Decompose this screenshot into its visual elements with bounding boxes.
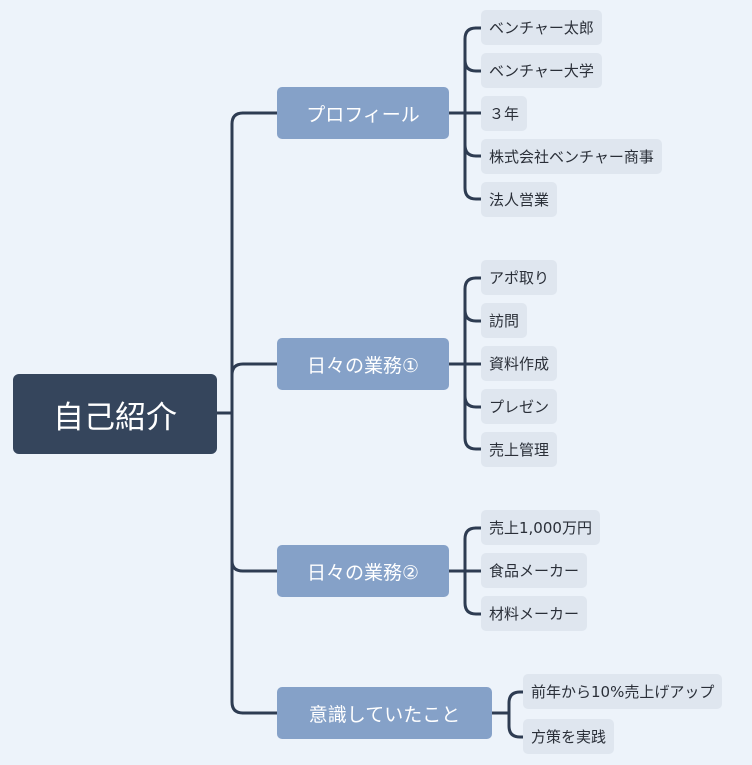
leaf-profile-role[interactable]: 法人営業 — [481, 182, 558, 217]
leaf-duties1-visits[interactable]: 訪問 — [481, 303, 528, 338]
mindset-connector-spine — [507, 690, 525, 739]
branch-duties-2[interactable]: 日々の業務② — [277, 545, 449, 597]
branch-duties-1[interactable]: 日々の業務① — [277, 338, 449, 390]
leaf-mindset-measures[interactable]: 方策を実践 — [523, 719, 615, 754]
duties2-connector-spine — [463, 526, 483, 616]
leaf-profile-years[interactable]: ３年 — [481, 96, 528, 131]
branch-profile[interactable]: プロフィール — [277, 87, 449, 139]
leaf-duties1-appointments[interactable]: アポ取り — [481, 260, 558, 295]
leaf-duties1-documents[interactable]: 資料作成 — [481, 346, 558, 381]
leaf-duties1-sales-management[interactable]: 売上管理 — [481, 432, 558, 467]
branch-mindset[interactable]: 意識していたこと — [277, 687, 492, 739]
leaf-mindset-growth[interactable]: 前年から10%売上げアップ — [523, 674, 723, 709]
root-connector-duties2 — [230, 559, 279, 573]
root-connector-spine — [230, 111, 245, 715]
leaf-duties2-sales-amount[interactable]: 売上1,000万円 — [481, 510, 600, 545]
root-topic[interactable]: 自己紹介 — [13, 374, 217, 454]
profile-connector-spine — [463, 26, 483, 201]
leaf-profile-name[interactable]: ベンチャー太郎 — [481, 10, 602, 45]
leaf-duties2-food-maker[interactable]: 食品メーカー — [481, 553, 588, 588]
duties1-connector-spine — [463, 276, 483, 451]
leaf-duties2-material-maker[interactable]: 材料メーカー — [481, 596, 588, 631]
leaf-duties1-presentation[interactable]: プレゼン — [481, 389, 558, 424]
root-connector-duties1 — [230, 362, 279, 377]
leaf-profile-university[interactable]: ベンチャー大学 — [481, 53, 602, 88]
leaf-profile-company[interactable]: 株式会社ベンチャー商事 — [481, 139, 662, 174]
